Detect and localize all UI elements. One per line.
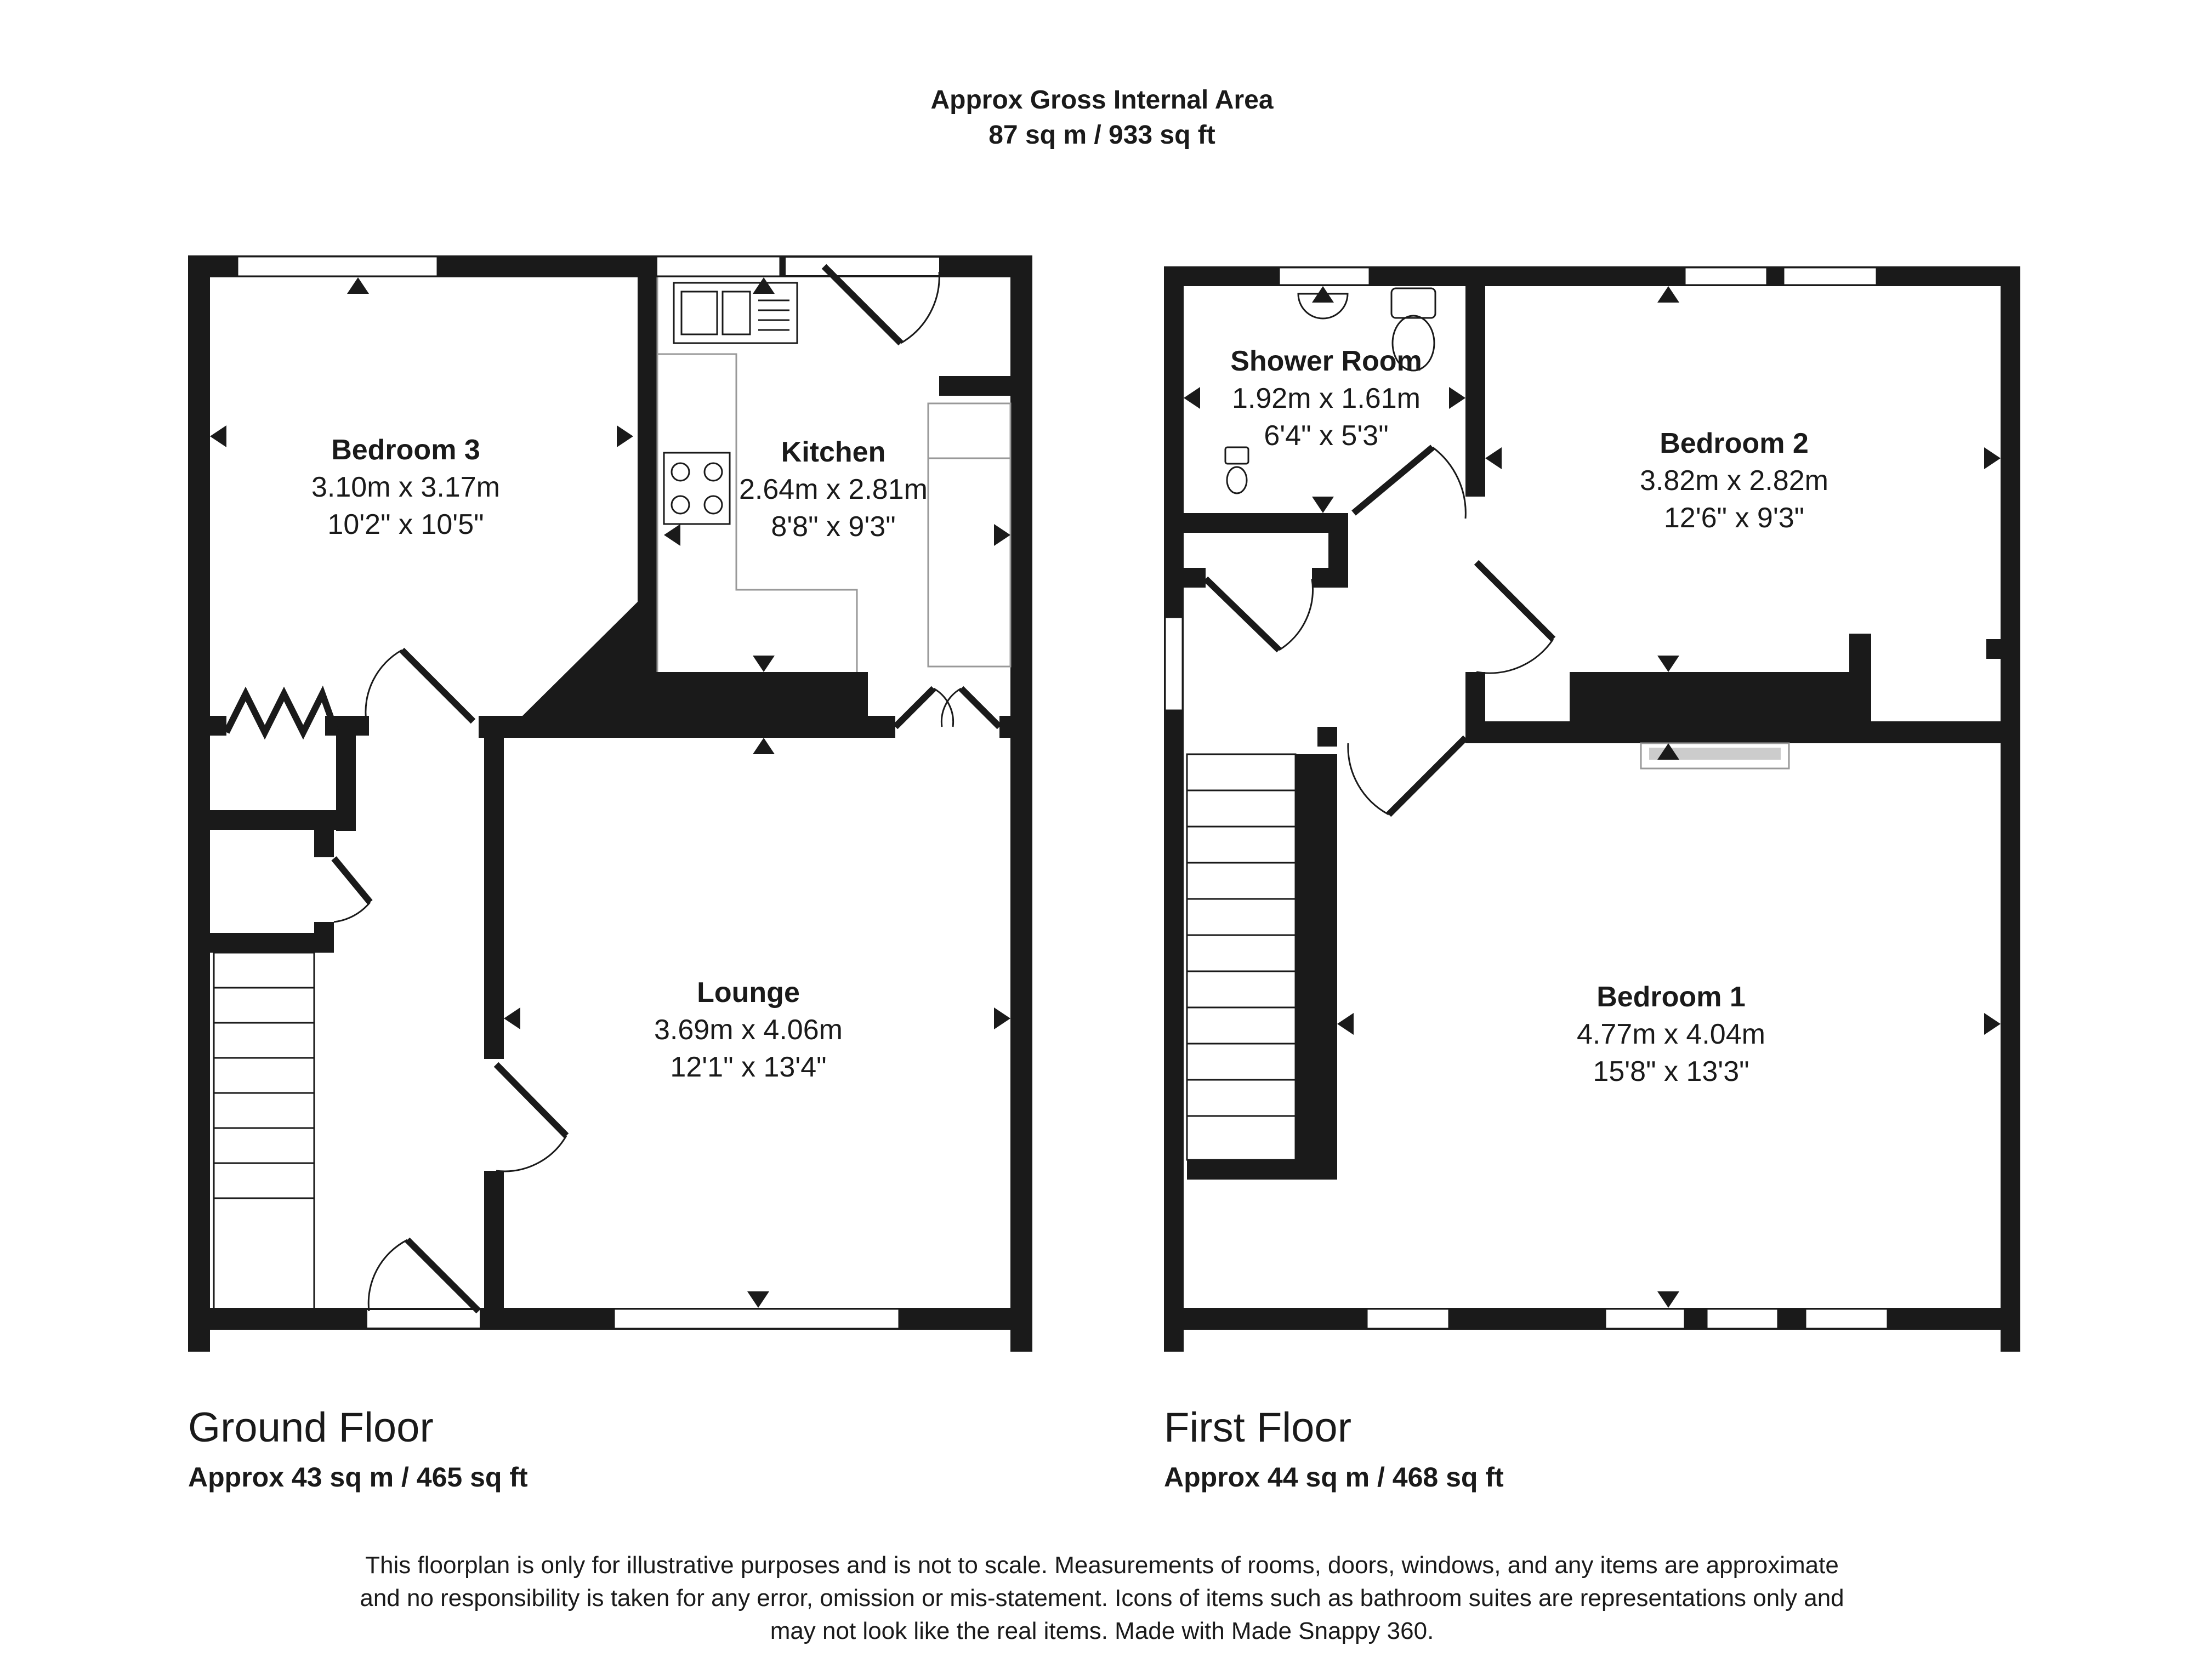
ff-hearth — [1640, 742, 1790, 770]
gf-door-cupboard — [331, 856, 373, 904]
gf-kitchen-worktop — [657, 353, 858, 672]
gf-door-bed3 — [399, 647, 476, 724]
gf-door-lounge — [493, 1062, 569, 1138]
gf-wall-understairs-door-b — [314, 922, 334, 953]
area-title: Approx Gross Internal Area — [930, 86, 1273, 115]
gf-wall-hall-lounge-lower — [484, 1171, 504, 1330]
gf-wall-bottom — [188, 1308, 1032, 1330]
gf-kitchen-unit — [927, 457, 1012, 668]
ff-toilet-icon — [1390, 287, 1436, 319]
gf-room-name: Kitchen — [781, 436, 886, 468]
ff-room-metric: 3.82m x 2.82m — [1640, 465, 1828, 497]
gf-wall-understairs — [210, 933, 334, 953]
gf-wall-bed3-bottom-a — [210, 716, 226, 736]
gf-window-lounge — [613, 1308, 900, 1330]
gf-front-door-gap — [367, 1310, 480, 1328]
gf-kitchen-door-gap — [786, 258, 939, 275]
gf-angled-wall — [522, 602, 638, 716]
gf-stairs — [213, 952, 315, 1310]
ff-wall-bottom — [1164, 1308, 2020, 1330]
ground-floor-plan: Bedroom 3 3.10m x 3.17m 10'2" x 10'5" Ki… — [188, 255, 1032, 1352]
gf-room-name: Bedroom 3 — [331, 434, 480, 466]
ff-toilet-icon — [1224, 446, 1249, 465]
gf-hob-icon — [663, 452, 731, 525]
ff-wall-shower-bed2 — [1465, 266, 1485, 497]
ff-room-imperial: 6'4" x 5'3" — [1264, 420, 1388, 452]
gf-wall-understairs-door-a — [314, 830, 334, 857]
gf-wall-kitchen-lounge-end — [999, 716, 1021, 738]
gf-front-door — [405, 1237, 481, 1314]
gf-room-imperial: 12'1" x 13'4" — [670, 1051, 826, 1083]
total-area: 87 sq m / 933 sq ft — [988, 121, 1215, 150]
gf-wall-left — [188, 255, 210, 1352]
ff-chimney-breast — [1570, 672, 1866, 743]
ff-room-metric: 1.92m x 1.61m — [1232, 383, 1421, 414]
ff-wall-left — [1164, 266, 1184, 1352]
ff-door-cupboard — [1203, 576, 1282, 653]
gf-kitchen-stub-wall — [939, 376, 1021, 396]
disclaimer-line: This floorplan is only for illustrative … — [365, 1552, 1839, 1579]
ground-floor-name: Ground Floor — [188, 1404, 434, 1451]
gf-room-imperial: 8'8" x 9'3" — [771, 511, 895, 543]
gf-wall-kitchen-lounge — [868, 716, 895, 738]
ff-room-name: Shower Room — [1230, 345, 1422, 377]
gf-room-metric: 2.64m x 2.81m — [739, 474, 928, 505]
ff-door-bed2 — [1474, 560, 1556, 642]
ff-room-metric: 4.77m x 4.04m — [1577, 1018, 1765, 1050]
ff-stairs — [1186, 753, 1297, 1161]
ff-window-bed2-a — [1684, 266, 1768, 286]
ff-door-shower — [1351, 445, 1435, 516]
gf-wall-cupboard-bottom — [210, 810, 356, 830]
ff-basin-icon — [1297, 293, 1349, 320]
gf-room-metric: 3.10m x 3.17m — [311, 471, 500, 503]
gf-window-kitchen — [653, 255, 781, 277]
ff-window-shower — [1278, 266, 1371, 286]
ground-floor-area: Approx 43 sq m / 465 sq ft — [188, 1462, 528, 1493]
gf-room-imperial: 10'2" x 10'5" — [327, 509, 484, 540]
ff-room-name: Bedroom 1 — [1597, 981, 1746, 1013]
gf-double-door-left — [893, 686, 936, 730]
disclaimer-line: and no responsibility is taken for any e… — [360, 1585, 1844, 1611]
gf-sink-icon — [673, 282, 798, 344]
first-floor-area: Approx 44 sq m / 468 sq ft — [1164, 1462, 1504, 1493]
disclaimer-line: may not look like the real items. Made w… — [770, 1618, 1434, 1644]
gf-room-name: Lounge — [697, 977, 800, 1009]
gf-window-bed3 — [236, 255, 439, 277]
gf-wall-bed3-kitchen — [638, 255, 657, 732]
first-floor-plan: Shower Room 1.92m x 1.61m 6'4" x 5'3" Be… — [1164, 266, 2020, 1352]
ff-wall-shower-bottom — [1184, 513, 1348, 533]
gf-chimney-breast — [649, 672, 868, 738]
ff-window-landing — [1164, 616, 1184, 711]
ff-room-imperial: 12'6" x 9'3" — [1664, 502, 1804, 534]
first-floor-name: First Floor — [1164, 1404, 1351, 1451]
ff-window-bed1-d — [1804, 1308, 1889, 1330]
ff-room-imperial: 15'8" x 13'3" — [1593, 1056, 1749, 1087]
gf-wall-right — [1010, 255, 1032, 1352]
gf-wall-hall-top — [479, 716, 649, 738]
ff-window-bed1-b — [1604, 1308, 1686, 1330]
gf-door-kitchen-external — [821, 264, 904, 346]
ff-window-bed1-a — [1366, 1308, 1450, 1330]
ff-room-name: Bedroom 2 — [1660, 428, 1809, 459]
ff-window-bed1-c — [1706, 1308, 1779, 1330]
gf-room-metric: 3.69m x 4.06m — [654, 1014, 843, 1046]
ff-wall-right — [2001, 266, 2020, 1352]
gf-double-door-right — [958, 686, 1002, 730]
ff-door-bed1 — [1386, 735, 1468, 817]
gf-wardrobe-doors — [223, 685, 339, 740]
ff-window-bed2-b — [1782, 266, 1878, 286]
gf-wall-hall-lounge-upper — [484, 716, 504, 1059]
